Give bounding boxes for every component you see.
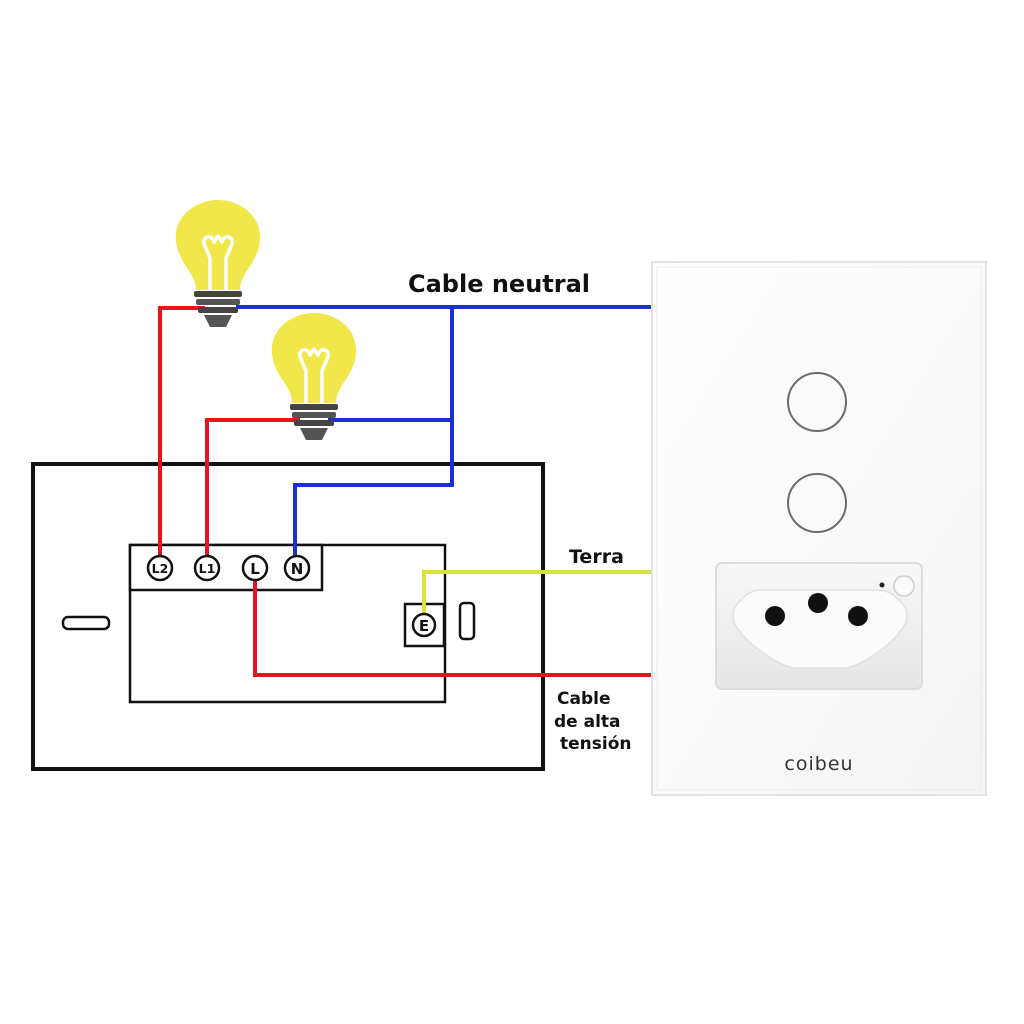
terminal-l2-label: L2 xyxy=(152,561,169,576)
mount-slot-right xyxy=(458,601,476,641)
wire-l1 xyxy=(205,418,300,556)
wire-earth xyxy=(422,570,652,616)
socket-shutter-button[interactable] xyxy=(893,575,915,597)
label-high-voltage-1: Cable xyxy=(557,689,610,709)
brand-logo: coibeu xyxy=(784,753,853,775)
terminal-l1-label: L1 xyxy=(199,561,216,576)
terminal-n: N xyxy=(283,554,311,582)
lightbulb-1-icon xyxy=(175,200,261,327)
lightbulb-2-icon xyxy=(271,313,357,440)
terminal-e: E xyxy=(411,612,437,638)
socket-hole-center xyxy=(808,593,828,613)
terminal-l1: L1 xyxy=(193,554,221,582)
mount-slot-left xyxy=(61,615,111,631)
terminal-l2: L2 xyxy=(146,554,174,582)
terminal-l-label: L xyxy=(250,560,260,578)
terminal-n-label: N xyxy=(291,560,304,578)
socket-hole-left xyxy=(765,606,785,626)
wire-l2 xyxy=(158,306,205,556)
power-socket xyxy=(715,562,923,690)
terminal-l: L xyxy=(241,554,269,582)
wire-neutral-branch xyxy=(293,307,454,556)
label-high-voltage-2: de alta xyxy=(554,712,621,732)
socket-hole-right xyxy=(848,606,868,626)
touch-button-1[interactable] xyxy=(787,372,847,432)
terminal-e-label: E xyxy=(419,617,429,635)
label-high-voltage-3: tensión xyxy=(560,734,632,754)
label-earth: Terra xyxy=(569,546,624,568)
label-neutral-cable: Cable neutral xyxy=(408,270,590,298)
touch-button-2[interactable] xyxy=(787,473,847,533)
indicator-led xyxy=(879,582,885,588)
wire-live-feed xyxy=(253,580,652,677)
